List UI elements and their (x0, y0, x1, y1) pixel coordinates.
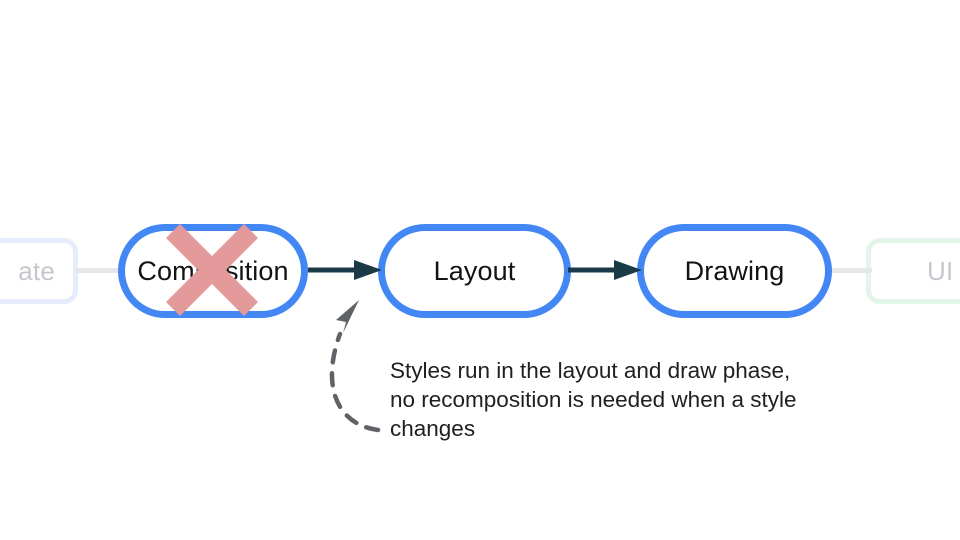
ghost-node-ui: UI (866, 238, 960, 304)
ghost-node-state: ate (0, 238, 78, 304)
phase-pill-composition[interactable]: Composition (118, 224, 308, 318)
phase-pill-layout[interactable]: Layout (378, 224, 571, 318)
connector-stub-right (828, 268, 872, 273)
annotation-dashed-arrow (329, 300, 381, 433)
arrow-layout-to-drawing (568, 260, 642, 280)
ghost-node-ui-label: UI (927, 255, 954, 286)
arrow-composition-to-layout (308, 260, 382, 280)
ghost-node-state-label: ate (18, 255, 55, 286)
phase-pill-drawing[interactable]: Drawing (637, 224, 832, 318)
phase-pill-composition-label: Composition (137, 255, 289, 286)
phase-pill-drawing-label: Drawing (684, 255, 785, 286)
phase-pill-layout-label: Layout (433, 255, 516, 286)
connector-stub-left (76, 268, 122, 273)
annotation-caption: Styles run in the layout and draw phase,… (390, 358, 797, 441)
